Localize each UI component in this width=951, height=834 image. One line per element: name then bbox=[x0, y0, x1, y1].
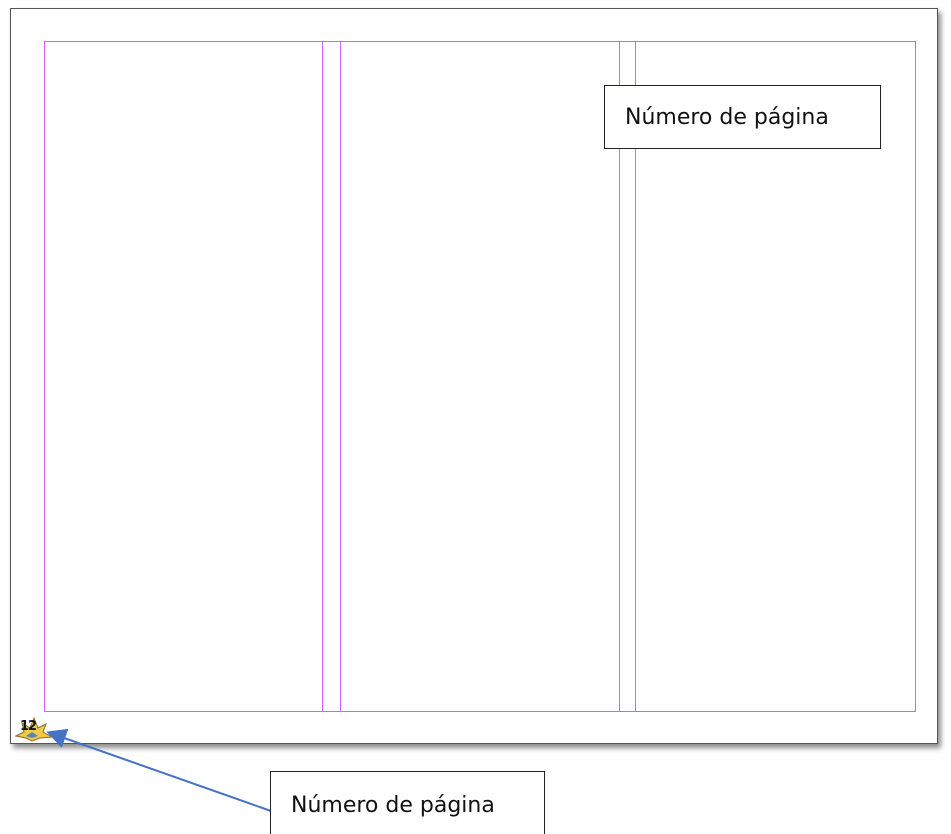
callout-bottom-label: Número de página bbox=[291, 792, 495, 818]
column-guide-2-right bbox=[619, 42, 620, 711]
page-number-callout-bottom: Número de página bbox=[270, 771, 545, 834]
page-number-value: 12 bbox=[20, 719, 37, 734]
page-number-star-icon[interactable]: 12 bbox=[12, 710, 54, 742]
margin-guide-frame bbox=[44, 41, 916, 712]
callout-top-label: Número de página bbox=[625, 104, 829, 130]
column-guide-3-left bbox=[635, 42, 636, 711]
column-guide-1-right bbox=[322, 42, 323, 711]
arrow-icon bbox=[46, 728, 272, 812]
column-guide-2-left bbox=[340, 42, 341, 711]
page-number-callout-top: Número de página bbox=[604, 85, 881, 149]
